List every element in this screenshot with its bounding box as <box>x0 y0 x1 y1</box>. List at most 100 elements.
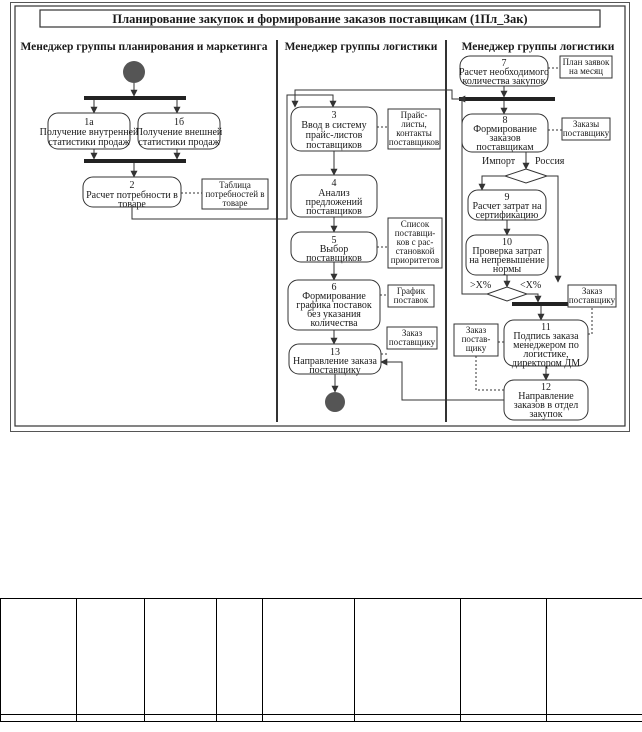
flow-12-to-13 <box>380 358 504 401</box>
table-cell <box>144 598 217 715</box>
table-cell <box>262 598 355 715</box>
label-lt: <X% <box>520 280 541 291</box>
note-order-mid-1: Заказ <box>402 328 423 338</box>
activity-1a-line1: Получение внутренней <box>40 127 139 138</box>
note-supplier-list-4: становкой <box>396 246 435 256</box>
flow-lt <box>527 293 542 303</box>
activity-8-line2: заказов <box>489 133 520 144</box>
lane-header-logistics-2: Менеджер группы логистики <box>462 41 615 53</box>
activity-9-num: 9 <box>505 192 510 203</box>
join-bar-2 <box>459 97 555 101</box>
note-supplier-list-3: ков с рас- <box>397 237 434 247</box>
note-order-right-1: Заказ <box>466 325 487 335</box>
activity-3-line3: поставщиков <box>306 140 362 151</box>
activity-4-line3: поставщиков <box>306 206 362 217</box>
activity-4-num: 4 <box>332 178 337 189</box>
table-cell <box>144 714 217 722</box>
activity-1a-num: 1а <box>84 117 94 128</box>
activity-10-line3: нормы <box>493 264 522 275</box>
activity-11-line3: логистике, <box>523 349 568 360</box>
activity-2-line2: товаре <box>118 199 146 210</box>
table-cell <box>216 598 263 715</box>
end-node <box>325 392 345 412</box>
activity-1b <box>137 112 221 150</box>
activity-12-num: 12 <box>541 382 551 393</box>
activity-2-num: 2 <box>130 180 135 191</box>
activity-10-num: 10 <box>502 237 512 248</box>
activity-10-line2: на непревышение <box>469 255 545 266</box>
activity-4-line2: предложений <box>306 197 363 208</box>
table-row <box>0 714 642 722</box>
note-pricelists-3: контакты <box>396 128 432 138</box>
activity-1a <box>47 112 131 150</box>
note-pricelists-4: поставщиков <box>389 137 439 147</box>
activity-13-line2: поставщику <box>309 365 360 376</box>
table-cell <box>76 714 145 722</box>
flow-2-to-3 <box>131 94 337 220</box>
table-cell <box>76 598 145 715</box>
table-cell <box>354 714 461 722</box>
table-row <box>0 598 642 715</box>
activity-4-line1: Анализ <box>318 188 349 199</box>
table-cell <box>546 714 642 722</box>
activity-11-line1: Подпись заказа <box>513 331 579 342</box>
activity-12-line1: Направление <box>518 391 574 402</box>
note-order-11-2: поставщику <box>569 295 616 305</box>
table-cell <box>546 598 642 715</box>
note-order-right-3: щику <box>466 343 487 353</box>
activity-9-line1: Расчет затрат на <box>472 201 542 212</box>
table-cell <box>262 714 355 722</box>
note-schedule <box>387 284 435 308</box>
table-cell <box>460 714 547 722</box>
note-order-mid <box>386 326 438 350</box>
note-table-need-2: потребностей в <box>205 189 264 199</box>
label-gt: >X% <box>470 280 491 291</box>
activity-6-line2: графика поставок <box>296 300 372 311</box>
activity-5-line1: Выбор <box>320 244 348 255</box>
note-order-mid-2: поставщику <box>389 337 436 347</box>
note-order-11 <box>567 284 617 308</box>
activity-1b-line2: статистики продаж <box>138 137 219 148</box>
activity-6-line1: Формирование <box>302 291 366 302</box>
activity-6-line4: количества <box>310 318 358 329</box>
activity-1b-line1: Получение внешней <box>136 127 223 138</box>
activity-8-line1: Формирование <box>473 124 537 135</box>
activity-3-line1: Ввод в систему <box>301 120 366 131</box>
note-plan-1: План заявок <box>563 57 610 67</box>
flow-lane3-to-3 <box>291 89 459 108</box>
note-order-right <box>453 323 499 357</box>
table-cell <box>216 714 263 722</box>
activity-9-line2: сертификацию <box>476 210 539 221</box>
activity-1a-line2: статистики продаж <box>48 137 129 148</box>
label-russia: Россия <box>535 156 565 167</box>
activity-10-line1: Проверка затрат <box>472 246 542 257</box>
activity-2-line1: Расчет потребности в <box>86 190 178 201</box>
flow-import <box>478 175 505 191</box>
join-bar-3 <box>512 302 572 306</box>
activity-13-line1: Направление заказа <box>293 356 377 367</box>
activity-7-num: 7 <box>502 58 507 69</box>
note-plan <box>559 55 613 79</box>
activity-1b-num: 1б <box>174 117 184 128</box>
note-supplier-list-5: приоритетов <box>391 255 439 265</box>
activity-11-num: 11 <box>541 322 551 333</box>
activity-7-line2: количества закупок <box>463 76 546 87</box>
note-pricelists-2: листы, <box>401 119 427 129</box>
diagram-title: Планирование закупок и формирование зака… <box>112 12 527 26</box>
note-plan-2: на месяц <box>569 66 603 76</box>
empty-table <box>0 598 642 722</box>
activity-12-line3: закупок <box>529 409 562 420</box>
note-supplier-list <box>387 217 443 269</box>
activity-7-line1: Расчет необходимого <box>459 67 549 78</box>
flow-gt <box>458 95 487 295</box>
lane-header-planning: Менеджер группы планирования и маркетинг… <box>20 41 267 53</box>
decision-2 <box>485 286 529 302</box>
activity-6-num: 6 <box>332 282 337 293</box>
note-table-need-1: Таблица <box>219 180 251 190</box>
table-cell <box>0 598 77 715</box>
activity-11-line2: менеджером по <box>513 340 579 351</box>
table-cell <box>0 714 77 722</box>
note-order-right-2: постав- <box>462 334 491 344</box>
note-orders-2: поставщику <box>563 128 610 138</box>
decision-1 <box>503 168 549 184</box>
